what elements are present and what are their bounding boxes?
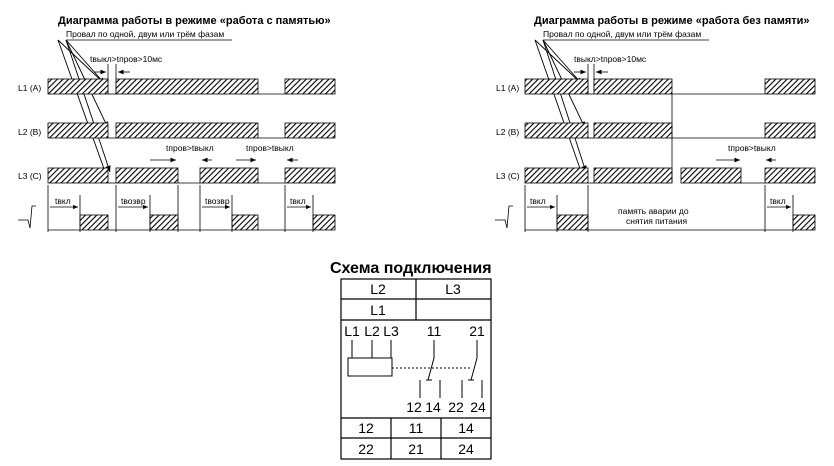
left-phase-label-l2: L2 (B)	[18, 127, 41, 137]
connection-title: Схема подключения	[330, 260, 492, 277]
contact-24-label: 24	[470, 399, 486, 415]
right-phase-label-l3: L3 (C)	[496, 171, 520, 181]
right-row-output	[495, 94, 816, 232]
left-phase-label-l3: L3 (C)	[18, 171, 42, 181]
terminal-l2-top: L2	[370, 281, 386, 297]
left-row-output	[18, 185, 336, 232]
terminal-l1-top: L1	[370, 302, 386, 318]
left-annot-mid-1: tпров>tвыкл	[166, 143, 214, 153]
left-t-label-4: tвкл	[290, 196, 306, 206]
right-title: Диаграмма работы в режиме «работа без па…	[534, 15, 810, 27]
terminal-12: 12	[358, 420, 374, 436]
right-row-l2	[524, 122, 816, 139]
input-l1: L1	[344, 323, 360, 339]
left-t-label-1: tвкл	[55, 196, 71, 206]
contact-22-label: 22	[448, 399, 464, 415]
left-annot-top: tвыкл>tпров>10мс	[90, 54, 163, 64]
right-row-l1	[524, 78, 816, 95]
left-phase-label-l1: L1 (A)	[18, 83, 41, 93]
contact-11-label: 11	[427, 323, 442, 339]
right-phase-label-l1: L1 (A)	[496, 83, 519, 93]
right-t-label-2: tвкл	[770, 196, 786, 206]
relay-schematic	[347, 340, 483, 398]
left-timing-diagram: Диаграмма работы в режиме «работа с памя…	[18, 15, 336, 232]
right-memory-note-2: снятия питания	[626, 216, 687, 226]
contact-12-label: 12	[406, 399, 422, 415]
terminal-21: 21	[408, 441, 424, 457]
terminal-14: 14	[458, 420, 474, 436]
left-subtitle: Провал по одной, двум или трём фазам	[66, 29, 224, 39]
right-t-label-1: tвкл	[530, 196, 546, 206]
left-t-label-3: tвозвр	[205, 196, 230, 206]
terminal-11: 11	[409, 420, 424, 436]
right-timing-diagram: Диаграмма работы в режиме «работа без па…	[495, 15, 816, 232]
left-row-l1	[47, 78, 336, 95]
terminal-l3-top: L3	[445, 281, 461, 297]
left-row-l2	[47, 122, 336, 139]
left-title: Диаграмма работы в режиме «работа с памя…	[58, 15, 331, 27]
terminal-24: 24	[458, 441, 474, 457]
contact-14-label: 14	[425, 399, 441, 415]
input-l3: L3	[383, 323, 399, 339]
right-annot-top: tвыкл>tпров>10мс	[574, 54, 647, 64]
right-row-l3	[524, 167, 816, 184]
contact-21-label: 21	[469, 323, 485, 339]
left-annot-mid-2: tпров>tвыкл	[246, 143, 294, 153]
right-subtitle: Провал по одной, двум или трём фазам	[543, 29, 701, 39]
input-l2: L2	[364, 323, 380, 339]
connection-scheme: Схема подключения L2 L3 L1 L1 L2 L3 11 2…	[330, 260, 492, 460]
right-fault-arrows	[534, 39, 587, 181]
left-row-l3	[47, 167, 336, 184]
connection-frame	[340, 278, 492, 460]
left-t-label-2: tвозвр	[121, 196, 146, 206]
right-annot-mid: tпров>tвыкл	[728, 143, 776, 153]
right-phase-label-l2: L2 (B)	[496, 127, 519, 137]
right-memory-note-1: память аварии до	[618, 206, 689, 216]
terminal-22: 22	[358, 441, 374, 457]
